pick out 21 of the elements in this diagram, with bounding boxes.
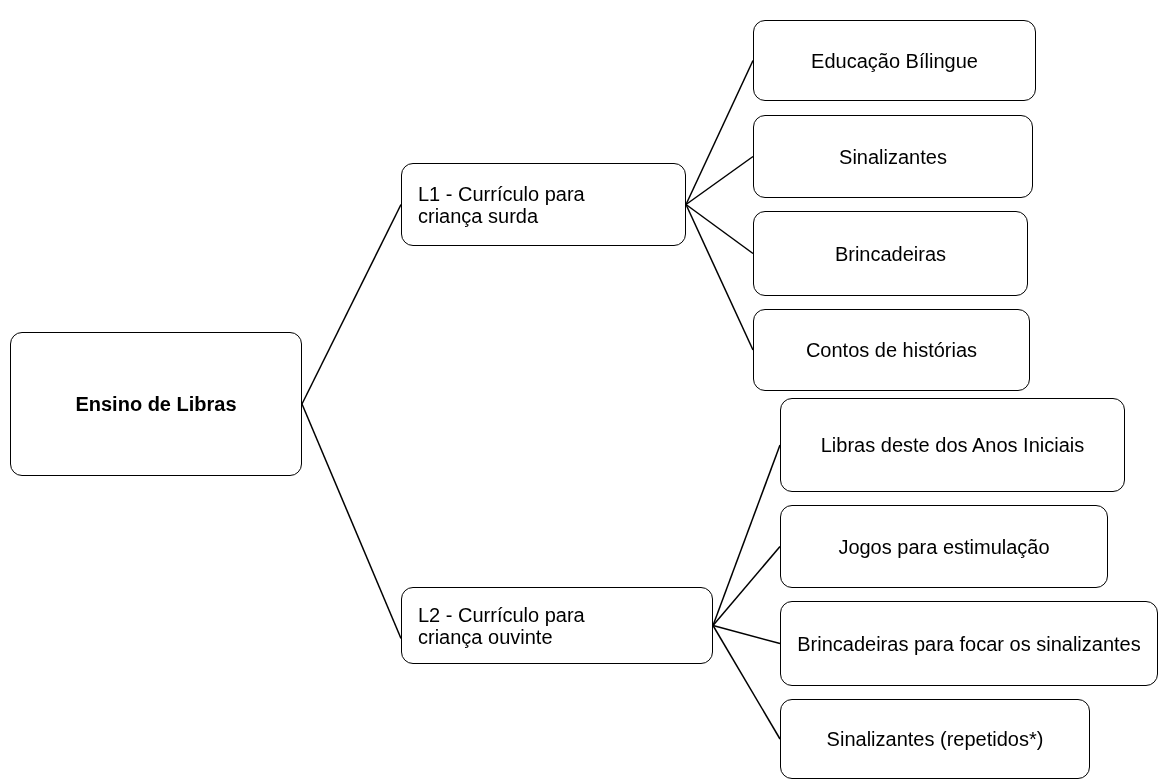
branch-box: L2 - Currículo para criança ouvinte: [401, 587, 713, 664]
connector-line: [685, 203, 754, 351]
connector-line: [712, 545, 781, 627]
connector-line: [685, 155, 754, 206]
root-box: Ensino de Libras: [10, 332, 302, 476]
topic-box: Brincadeiras: [753, 211, 1028, 296]
connector-line: [712, 624, 781, 740]
connector-line: [712, 444, 781, 627]
branch-box: L1 - Currículo para criança surda: [401, 163, 686, 246]
connector-line: [301, 403, 402, 640]
topic-box: Contos de histórias: [753, 309, 1030, 391]
connector-line: [301, 203, 402, 405]
topic-box: Sinalizantes: [753, 115, 1033, 198]
topic-box: Sinalizantes (repetidos*): [780, 699, 1090, 779]
topic-box: Educação Bílingue: [753, 20, 1036, 101]
topic-box: Libras deste dos Anos Iniciais: [780, 398, 1125, 492]
connector-line: [712, 624, 781, 645]
connector-line: [685, 59, 754, 206]
topic-box: Jogos para estimulação: [780, 505, 1108, 588]
connector-line: [685, 203, 754, 255]
topic-box: Brincadeiras para focar os sinalizantes: [780, 601, 1158, 686]
